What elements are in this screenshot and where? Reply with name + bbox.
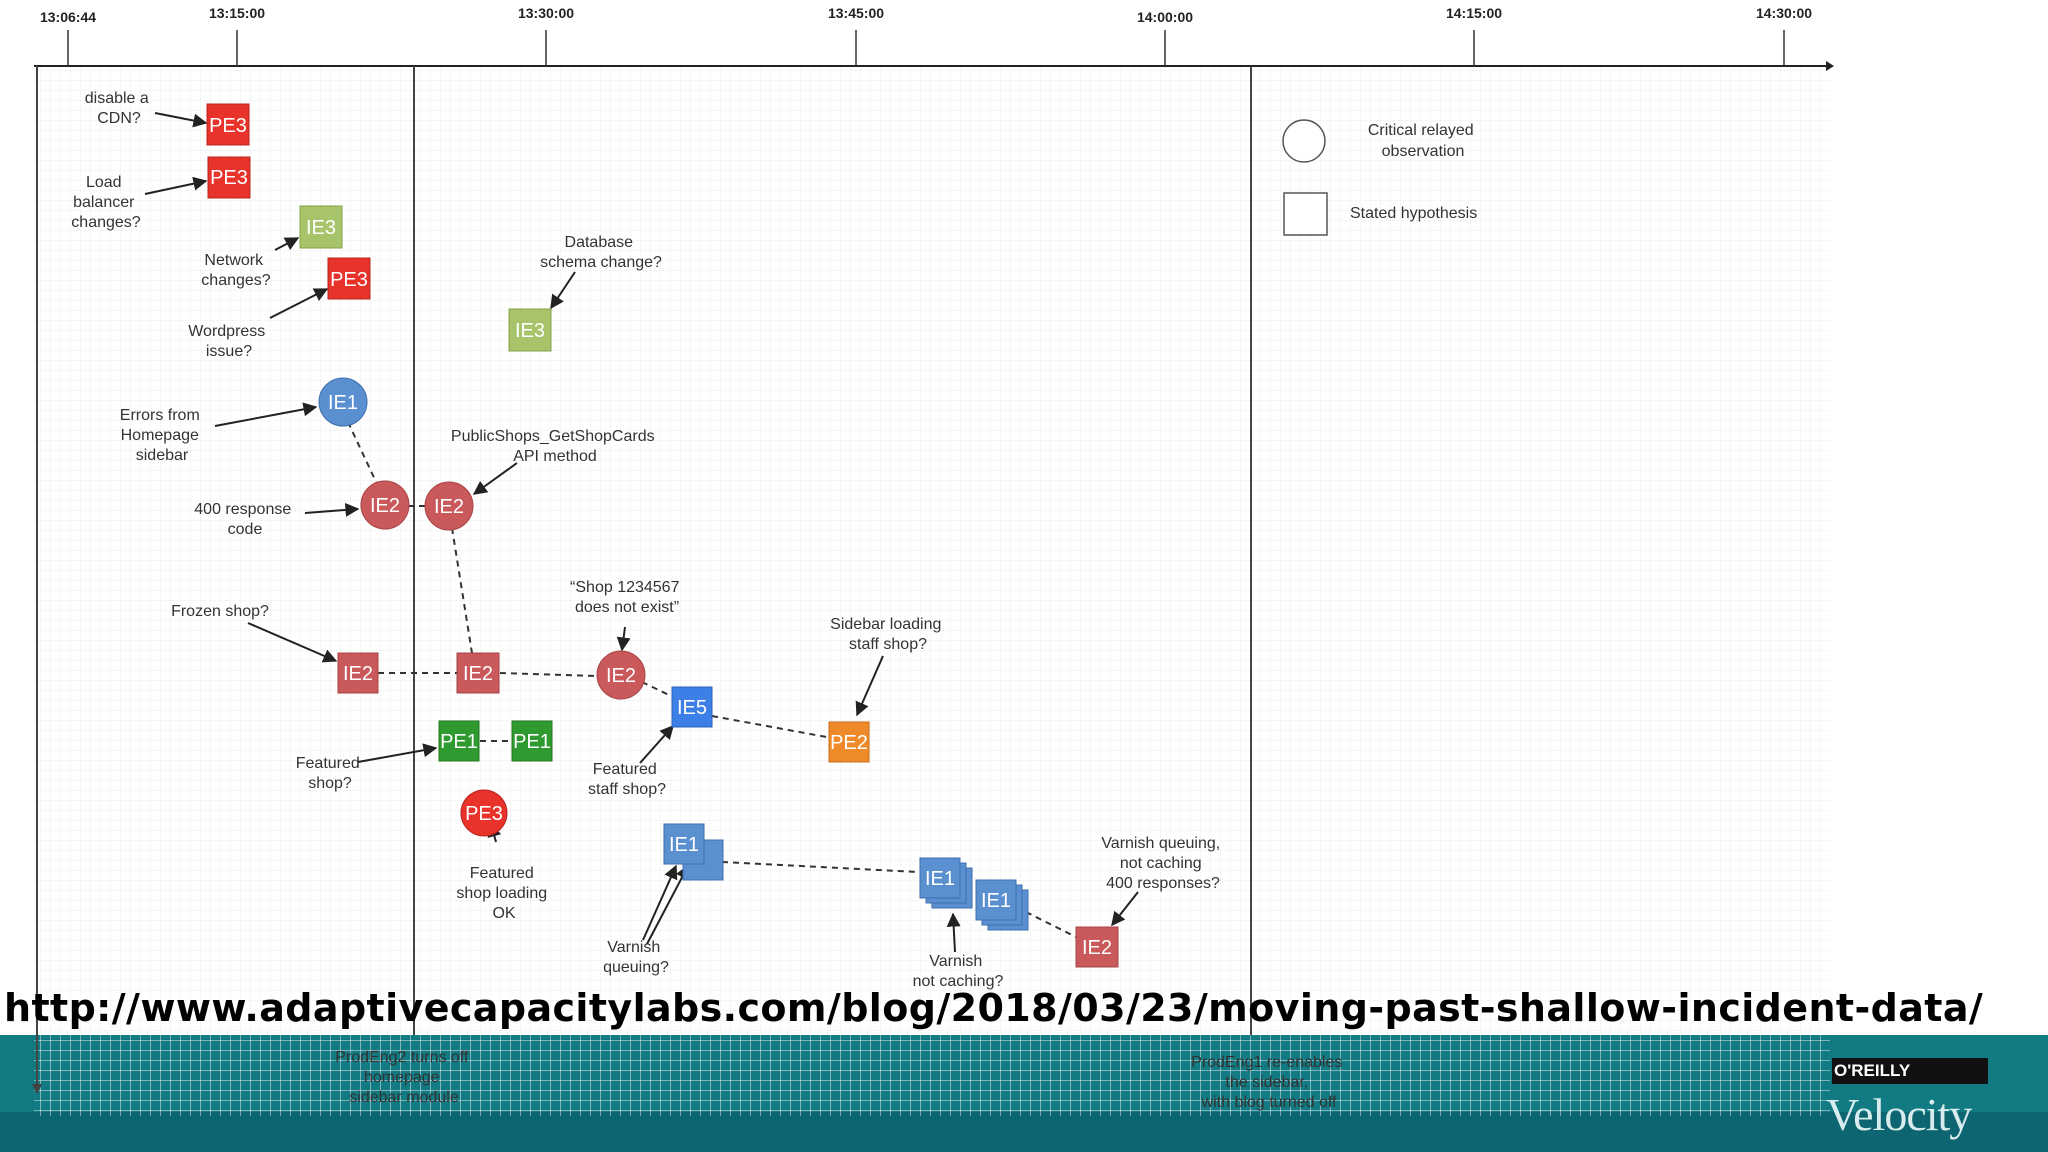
hypothesis-node <box>206 103 250 146</box>
observation-node <box>318 377 368 427</box>
annotation-label: “Shop 1234567 does not exist” <box>570 579 684 616</box>
hypothesis-node <box>207 156 251 199</box>
node-label: IE5 <box>677 697 707 719</box>
hypothesis-node <box>975 879 1017 921</box>
label-arrow <box>214 402 318 427</box>
label-arrow <box>616 626 631 652</box>
node-label: IE2 <box>370 495 400 517</box>
label-arrow <box>642 864 678 941</box>
hypothesis-node <box>663 823 705 865</box>
hypothesis-node <box>438 720 480 762</box>
annotation-label: Varnish queuing, not caching 400 respons… <box>1101 835 1224 892</box>
hypothesis-node <box>511 720 553 762</box>
label-arrow <box>550 271 576 310</box>
legend-circle-icon <box>1282 119 1326 163</box>
annotation-label: Varnish not caching? <box>913 953 1004 990</box>
node-label: IE2 <box>1082 937 1112 959</box>
dashed-connector <box>1025 911 1077 938</box>
node-label: PE3 <box>465 803 503 825</box>
node-label: PE2 <box>830 732 868 754</box>
dashed-connector <box>641 681 672 697</box>
annotation-label: PublicShops_GetShopCards API method <box>451 428 659 465</box>
annotation-label: Load balancer changes? <box>71 174 140 231</box>
annotation-label: Network changes? <box>201 252 270 289</box>
label-arrow <box>269 288 329 319</box>
label-arrow <box>646 864 689 945</box>
dashed-connector <box>711 715 833 739</box>
conference-logo: Velocity <box>1826 1089 1972 1140</box>
observation-node <box>424 481 474 531</box>
annotation-label: Frozen shop? <box>171 603 269 620</box>
node-label: IE2 <box>434 496 464 518</box>
node-label: IE1 <box>981 890 1011 912</box>
label-arrow <box>639 724 674 764</box>
legend-square-label: Stated hypothesis <box>1350 205 1477 222</box>
hypothesis-node <box>919 857 961 899</box>
annotation-label: Varnish queuing? <box>603 939 669 976</box>
annotation-label: Featured staff shop? <box>588 761 666 798</box>
annotation-label: Errors from Homepage sidebar <box>120 407 204 464</box>
tick-label: 13:15:00 <box>209 5 265 21</box>
label-arrow <box>304 502 360 517</box>
dashed-connector <box>347 421 378 485</box>
annotation-label: Featured shop? <box>296 755 365 792</box>
annotation-label: Featured shop loading OK <box>456 865 551 922</box>
observation-node <box>460 789 508 837</box>
start-line-arrowhead <box>32 1084 42 1094</box>
hypothesis-node <box>1075 926 1119 968</box>
node-label: IE3 <box>306 217 336 239</box>
node-label: PE1 <box>440 731 478 753</box>
annotation-label: Sidebar loading staff shop? <box>830 616 946 653</box>
tick-label: 13:30:00 <box>518 5 574 21</box>
tick-label: 14:15:00 <box>1446 5 1502 21</box>
label-arrow <box>946 912 961 953</box>
node-label: PE3 <box>210 167 248 189</box>
label-arrow <box>154 112 208 128</box>
node-label: IE2 <box>343 663 373 685</box>
tick-label: 14:00:00 <box>1137 9 1193 25</box>
node-label: IE1 <box>669 834 699 856</box>
label-arrow <box>357 743 438 763</box>
hypothesis-node <box>327 257 371 300</box>
hypothesis-node <box>456 652 500 694</box>
hypothesis-node <box>299 205 343 249</box>
annotation-label: 400 response code <box>194 501 295 538</box>
node-label: IE2 <box>463 663 493 685</box>
label-arrow <box>1111 891 1139 927</box>
annotation-label: disable a CDN? <box>85 90 154 127</box>
publisher-logo: O'REILLY <box>1832 1058 1988 1084</box>
label-arrow <box>144 176 208 195</box>
tick-label: 14:30:00 <box>1756 5 1812 21</box>
timeline-arrowhead <box>1826 61 1834 71</box>
label-arrow <box>274 237 300 251</box>
node-label: IE2 <box>606 665 636 687</box>
hypothesis-node <box>828 721 870 763</box>
label-arrow <box>855 655 884 717</box>
source-url: http://www.adaptivecapacitylabs.com/blog… <box>4 986 1984 1030</box>
tick-label: 13:06:44 <box>40 9 96 25</box>
observation-node <box>596 650 646 700</box>
hypothesis-node <box>337 652 379 694</box>
legend-square-icon <box>1283 192 1328 236</box>
hypothesis-node <box>671 686 713 728</box>
node-label: PE1 <box>513 731 551 753</box>
hypothesis-node <box>508 308 552 352</box>
node-label: PE3 <box>330 269 368 291</box>
observation-node <box>360 480 410 530</box>
dashed-connector <box>499 672 597 677</box>
node-label: PE3 <box>209 115 247 137</box>
node-label: IE1 <box>328 392 358 414</box>
node-label: IE1 <box>925 868 955 890</box>
event-label-prodeng1: ProdEng1 re-enables the sidebar, with bl… <box>1191 1054 1347 1111</box>
node-label: IE3 <box>515 320 545 342</box>
legend-circle-label: Critical relayed observation <box>1368 122 1478 160</box>
annotation-label: Wordpress issue? <box>188 323 270 360</box>
label-arrow <box>472 462 518 495</box>
bottom-stripe <box>0 1112 2048 1152</box>
tick-label: 13:45:00 <box>828 5 884 21</box>
annotation-label: Database schema change? <box>540 234 662 271</box>
event-label-prodeng2: ProdEng2 turns off homepage sidebar modu… <box>335 1049 473 1106</box>
label-arrow <box>247 622 338 663</box>
